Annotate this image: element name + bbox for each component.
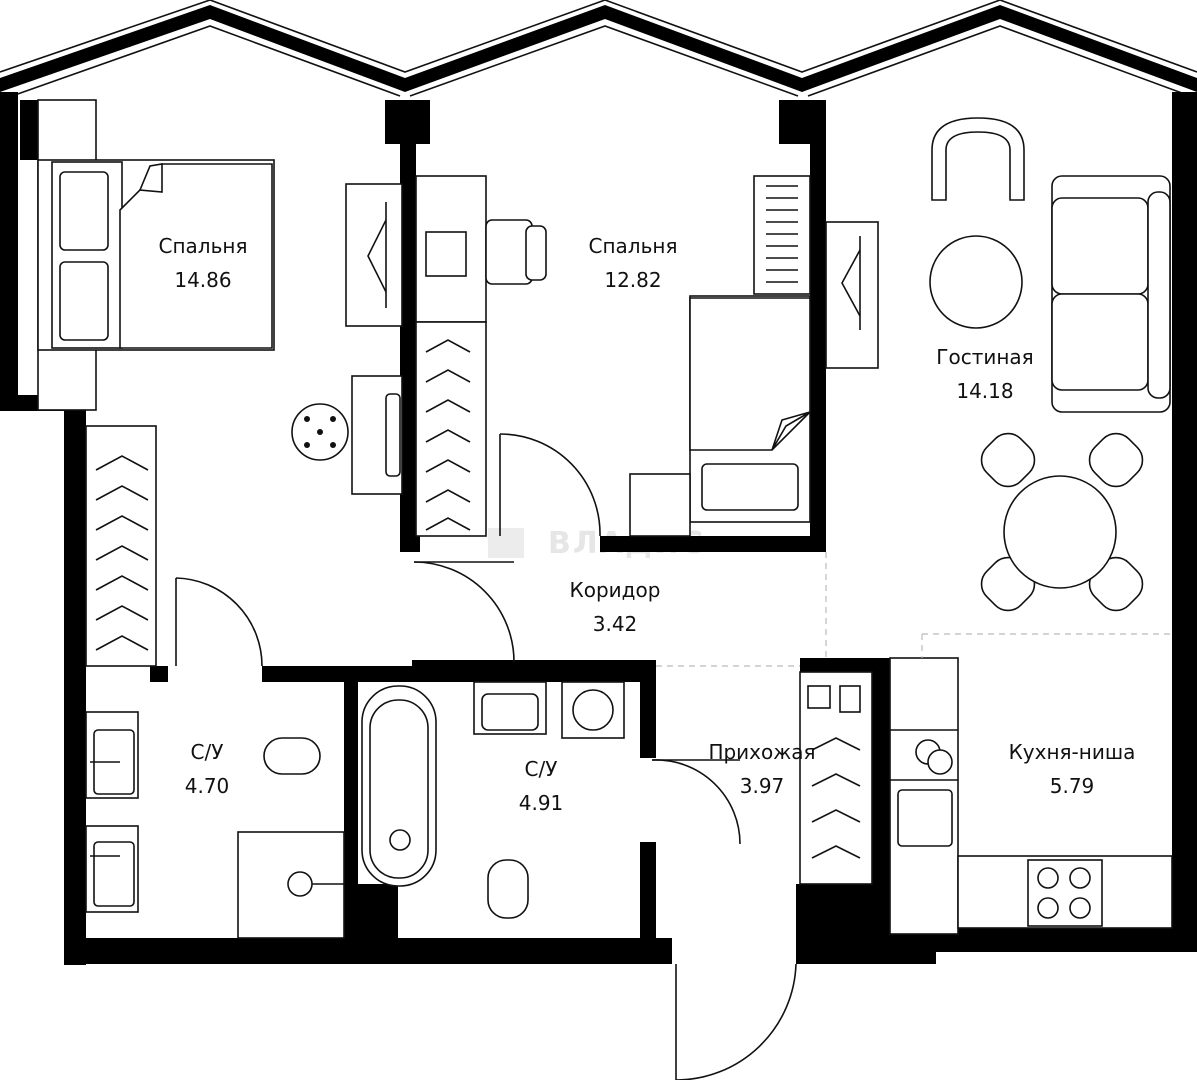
wardrobe-2	[415, 321, 487, 537]
room-labels: Спальня 14.86 Спальня 12.82 Гостиная 14.…	[159, 234, 1136, 815]
room-name: Спальня	[159, 234, 248, 258]
kitchen-fixtures	[889, 657, 1173, 935]
room-name: Спальня	[589, 234, 678, 258]
room-area: 14.18	[956, 379, 1013, 403]
cooktop	[1027, 859, 1103, 927]
tv-stand-2	[825, 221, 879, 369]
room-area: 4.91	[519, 791, 564, 815]
room-area: 3.42	[593, 612, 638, 636]
toilet-1	[263, 737, 321, 775]
room-name: С/У	[525, 757, 558, 781]
window-wall	[0, 0, 1197, 97]
zone-boundaries	[656, 552, 1172, 667]
room-area: 4.70	[185, 774, 230, 798]
bedroom-1-furniture	[37, 99, 403, 667]
bedroom-2-furniture	[415, 175, 879, 537]
toilet-2	[487, 859, 529, 919]
room-area: 5.79	[1050, 774, 1095, 798]
living-room-furniture	[929, 117, 1171, 612]
room-name: Гостиная	[936, 345, 1033, 369]
coffee-table	[929, 235, 1023, 329]
bathroom-2-fixtures	[361, 681, 625, 919]
hallway-wardrobe	[799, 671, 873, 885]
dining-set	[980, 432, 1144, 612]
doors	[175, 433, 797, 1080]
tv-stand	[345, 183, 403, 327]
bookshelf	[753, 175, 811, 295]
walls	[0, 92, 1197, 965]
room-name: Коридор	[570, 578, 661, 602]
room-area: 12.82	[604, 268, 661, 292]
room-name: Прихожая	[708, 740, 815, 764]
bathroom-1-fixtures	[85, 711, 345, 939]
room-area: 14.86	[174, 268, 231, 292]
room-name: С/У	[191, 740, 224, 764]
room-name: Кухня-ниша	[1009, 740, 1136, 764]
room-area: 3.97	[740, 774, 785, 798]
armchair	[931, 117, 1025, 201]
